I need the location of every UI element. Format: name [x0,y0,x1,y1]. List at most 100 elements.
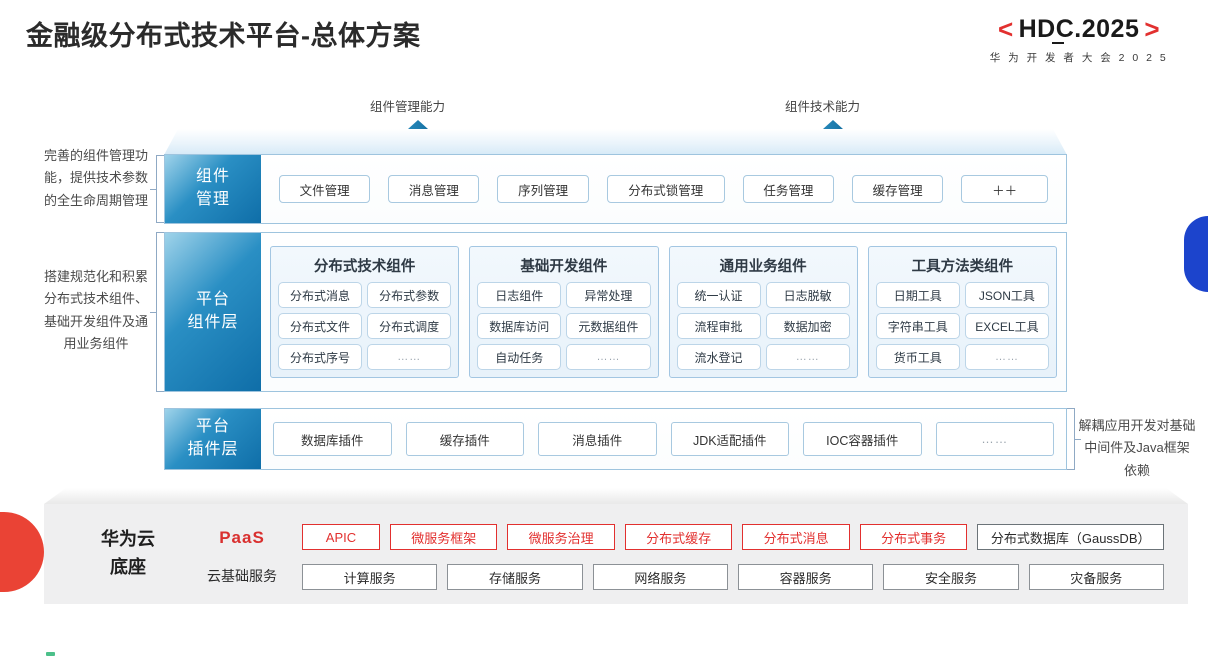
side-note-left-top: 完善的组件管理功能，提供技术参数的全生命周期管理 [43,148,148,208]
hdc-logo-text: HDC.2025 [1018,15,1140,44]
layer-tag-component-management: 组件 管理 [165,155,261,223]
base-title-line1: 华为云 [101,529,155,549]
cell-distributed-file[interactable]: 分布式文件 [278,313,363,339]
cell-string-tool[interactable]: 字符串工具 [875,313,960,339]
cell-distributed-message[interactable]: 分布式消息 [278,282,363,308]
paas-item-distributed-transaction[interactable]: 分布式事务 [859,524,968,550]
paas-item-distributed-database[interactable]: 分布式数据库（GaussDB） [977,524,1164,550]
layer-tag-line2: 管理 [195,191,230,208]
bracket-platform-component [156,232,165,392]
group-title: 分布式技术组件 [313,259,416,275]
base-slab-top-face [44,488,1188,504]
chip-task-management[interactable]: 任务管理 [742,175,834,203]
bracket-component-management [156,155,165,223]
base-title: 华为云 底座 [72,526,184,582]
bracket-stub-2 [150,312,156,313]
paas-item-microservice-governance[interactable]: 微服务治理 [507,524,615,550]
arrow-label-component-technology: 组件技术能力 [785,100,861,114]
cell-distributed-parameter[interactable]: 分布式参数 [367,282,452,308]
bracket-stub-3 [1075,439,1081,440]
group-title: 基础开发组件 [520,259,608,275]
angle-bracket-right-icon: > [1144,14,1161,44]
group-basic-development: 基础开发组件 日志组件 异常处理 数据库访问 元数据组件 自动任务 …… [469,246,659,378]
cell-log-desensitization[interactable]: 日志脱敏 [765,282,850,308]
group-title: 通用业务组件 [719,259,807,275]
cell-currency-tool[interactable]: 货币工具 [875,344,960,370]
plugin-ioc-container[interactable]: IOC容器插件 [803,422,922,456]
group-tool-methods: 工具方法类组件 日期工具 JSON工具 字符串工具 EXCEL工具 货币工具 …… [867,246,1057,378]
green-marker-decoration [46,652,55,656]
cell-date-tool[interactable]: 日期工具 [875,282,960,308]
cell-metadata-component[interactable]: 元数据组件 [566,313,651,339]
layer-platform-component: 平台 组件层 分布式技术组件 分布式消息 分布式参数 分布式文件 分布式调度 分… [164,232,1067,392]
cell-database-access[interactable]: 数据库访问 [477,313,562,339]
layer-body-platform-component: 分布式技术组件 分布式消息 分布式参数 分布式文件 分布式调度 分布式序号 ……… [261,233,1066,391]
cell-distributed-sequence[interactable]: 分布式序号 [278,344,363,370]
plugin-message[interactable]: 消息插件 [538,422,657,456]
base-title-line2: 底座 [110,556,146,577]
cell-log-component[interactable]: 日志组件 [477,282,562,308]
plugin-database[interactable]: 数据库插件 [273,422,392,456]
chip-cache-management[interactable]: 缓存管理 [851,175,944,203]
paas-row: APIC 微服务框架 微服务治理 分布式缓存 分布式消息 分布式事务 分布式数据… [302,524,1164,550]
paas-item-distributed-message[interactable]: 分布式消息 [742,524,850,550]
group-grid: 日期工具 JSON工具 字符串工具 EXCEL工具 货币工具 …… [875,282,1049,370]
plugin-jdk-adapter[interactable]: JDK适配插件 [670,422,789,456]
group-grid: 统一认证 日志脱敏 流程审批 数据加密 流水登记 …… [676,282,850,370]
cell-json-tool[interactable]: JSON工具 [964,282,1049,308]
plugin-row: 数据库插件 缓存插件 消息插件 JDK适配插件 IOC容器插件 …… [261,422,1066,456]
base-slab: 华为云 底座 PaaS 云基础服务 APIC 微服务框架 微服务治理 分布式缓存… [44,504,1188,604]
layer-body-component-management: 文件管理 消息管理 序列管理 分布式锁管理 任务管理 缓存管理 ＋＋ [261,155,1066,223]
angle-bracket-left-icon: < [997,14,1014,44]
layer-body-platform-plugin: 数据库插件 缓存插件 消息插件 JDK适配插件 IOC容器插件 …… [261,409,1066,469]
group-grid: 日志组件 异常处理 数据库访问 元数据组件 自动任务 …… [477,282,651,370]
layer-tag-line1: 组件 [195,168,230,186]
hdc-logo-main: < HDC.2025 > [964,14,1194,45]
red-wedge-decoration [0,512,44,592]
layer-tag-line1: 平台 [195,291,230,309]
group-grid: 分布式消息 分布式参数 分布式文件 分布式调度 分布式序号 …… [278,282,452,370]
blue-lens-decoration [1184,216,1208,292]
cell-data-encryption[interactable]: 数据加密 [765,313,850,339]
infra-item-compute[interactable]: 计算服务 [302,564,438,590]
chip-file-management[interactable]: 文件管理 [279,175,371,203]
component-groups: 分布式技术组件 分布式消息 分布式参数 分布式文件 分布式调度 分布式序号 ……… [261,246,1066,378]
infra-item-container[interactable]: 容器服务 [737,564,874,590]
cell-distributed-schedule[interactable]: 分布式调度 [367,313,452,339]
side-note-right: 解耦应用开发对基础中间件及Java框架依赖 [1078,418,1196,478]
infra-item-network[interactable]: 网络服务 [592,564,728,590]
arrow-label-component-management: 组件管理能力 [370,100,446,114]
layer-tag-line2: 组件层 [187,314,239,331]
cell-more[interactable]: …… [765,344,850,370]
group-general-business: 通用业务组件 统一认证 日志脱敏 流程审批 数据加密 流水登记 …… [668,246,858,378]
infra-label: 云基础服务 [207,568,277,584]
cell-unified-auth[interactable]: 统一认证 [676,282,761,308]
layer-component-management: 组件 管理 文件管理 消息管理 序列管理 分布式锁管理 任务管理 缓存管理 ＋＋ [164,154,1067,224]
cell-more[interactable]: …… [367,344,452,370]
chip-sequence-management[interactable]: 序列管理 [497,175,589,203]
paas-item-apic[interactable]: APIC [302,524,380,550]
group-title: 工具方法类组件 [911,259,1014,275]
infra-item-security[interactable]: 安全服务 [883,564,1019,590]
cell-more[interactable]: …… [566,344,651,370]
cell-excel-tool[interactable]: EXCEL工具 [964,313,1049,339]
cell-auto-task[interactable]: 自动任务 [477,344,562,370]
cell-process-approval[interactable]: 流程审批 [676,313,761,339]
infra-item-disaster-recovery[interactable]: 灾备服务 [1028,564,1164,590]
chip-add-more[interactable]: ＋＋ [961,175,1048,203]
paas-item-microservice-framework[interactable]: 微服务框架 [389,524,498,550]
layer-tag-line1: 平台 [195,418,230,436]
infra-item-storage[interactable]: 存储服务 [447,564,583,590]
hdc-logo-subtitle: 华 为 开 发 者 大 会 2 0 2 5 [989,52,1169,64]
chip-message-management[interactable]: 消息管理 [388,175,480,203]
chip-distributed-lock-management[interactable]: 分布式锁管理 [606,175,725,203]
plugin-more[interactable]: …… [935,422,1054,456]
plugin-cache[interactable]: 缓存插件 [405,422,524,456]
cell-more[interactable]: …… [964,344,1049,370]
layer-tag-line2: 插件层 [187,441,239,458]
cell-transaction-record[interactable]: 流水登记 [676,344,761,370]
layer-tag-platform-plugin: 平台 插件层 [165,409,261,469]
paas-item-distributed-cache[interactable]: 分布式缓存 [624,524,733,550]
cell-exception-handling[interactable]: 异常处理 [566,282,651,308]
